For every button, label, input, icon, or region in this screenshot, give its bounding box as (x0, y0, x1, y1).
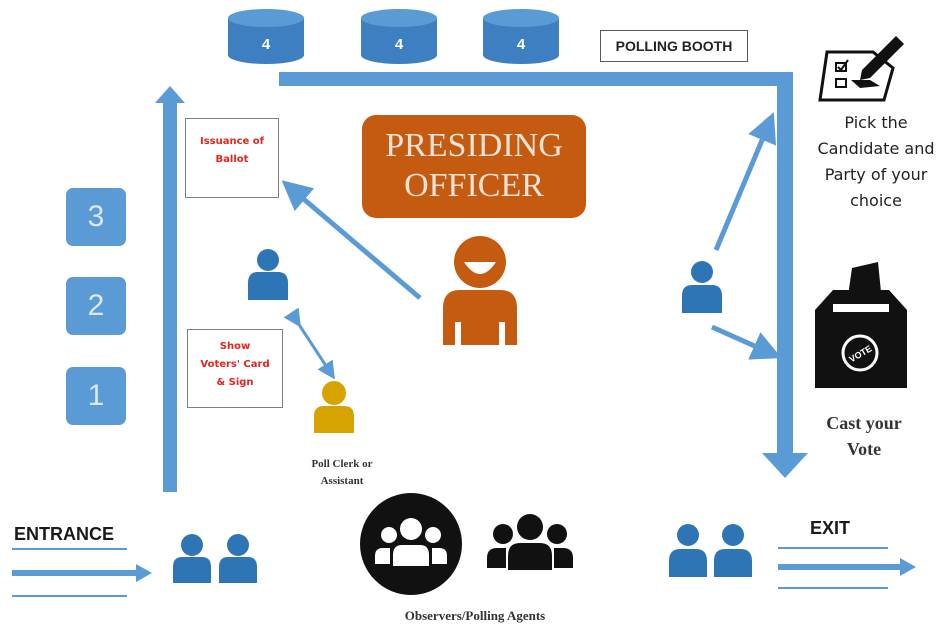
poll-clerk-label: Poll Clerk or Assistant (282, 456, 402, 490)
presiding-officer-line-1: PRESIDING (385, 127, 563, 164)
exit-voters-icon (669, 524, 752, 577)
observers-group-icon (360, 493, 462, 595)
presiding-officer-line-2: OFFICER (404, 167, 544, 204)
pick-line-2: Candidate and (817, 139, 935, 158)
cast-vote-text: Cast your Vote (808, 410, 920, 462)
officer-to-issuance-arrow (281, 180, 422, 300)
issuance-line-2: Ballot (215, 154, 249, 165)
voter-right-icon (682, 261, 722, 313)
voter-icon (248, 249, 288, 300)
voter-to-pick-arrow (713, 112, 777, 251)
exit-arrow (778, 558, 916, 576)
step-2: 2 (66, 277, 126, 335)
ballot-pen-icon (818, 36, 904, 102)
show-card-box: Show Voters' Card & Sign (187, 329, 283, 408)
queue-count-2: 4 (394, 36, 404, 53)
pick-line-1: Pick the (844, 113, 908, 132)
ballot-box-icon (815, 262, 907, 388)
show-card-line-3: & Sign (216, 377, 254, 388)
entrance-arrow (12, 564, 152, 582)
exit-label: EXIT (810, 518, 851, 538)
voter-to-clerk-arrow (283, 307, 335, 380)
booth-path-arrow (279, 72, 808, 478)
entrance-label: ENTRANCE (14, 524, 115, 544)
issuance-line-1: Issuance of (199, 136, 265, 147)
observers-label: Observers/Polling Agents (404, 608, 546, 623)
poll-clerk-line-1: Poll Clerk or (311, 458, 373, 470)
entry-up-arrow (155, 86, 185, 492)
poll-clerk-icon (314, 381, 354, 433)
cast-vote-line-2: Vote (846, 439, 882, 459)
pick-candidate-text: Pick the Candidate and Party of your cho… (808, 110, 944, 214)
step-1: 1 (66, 367, 126, 425)
presiding-officer-box: PRESIDING OFFICER (362, 115, 586, 218)
presiding-officer-icon (443, 236, 517, 345)
pick-line-4: choice (850, 191, 902, 210)
polling-booth-label: POLLING BOOTH (600, 30, 748, 62)
queue-cylinder-3 (483, 9, 559, 64)
queue-cylinder-1 (228, 9, 304, 64)
show-card-line-2: Voters' Card (200, 359, 270, 370)
entrance-voters-icon (173, 534, 257, 583)
queue-count-3: 4 (516, 36, 526, 53)
cast-vote-line-1: Cast your (826, 413, 902, 433)
voter-to-box-arrow (710, 324, 782, 360)
observers-crowd-icon (487, 514, 573, 570)
show-card-line-1: Show (219, 341, 251, 352)
issuance-box: Issuance of Ballot (185, 118, 279, 198)
poll-clerk-line-2: Assistant (320, 475, 364, 487)
step-3: 3 (66, 188, 126, 246)
pick-line-3: Party of your (824, 165, 928, 184)
queue-count-1: 4 (261, 36, 271, 53)
queue-cylinder-2 (361, 9, 437, 64)
